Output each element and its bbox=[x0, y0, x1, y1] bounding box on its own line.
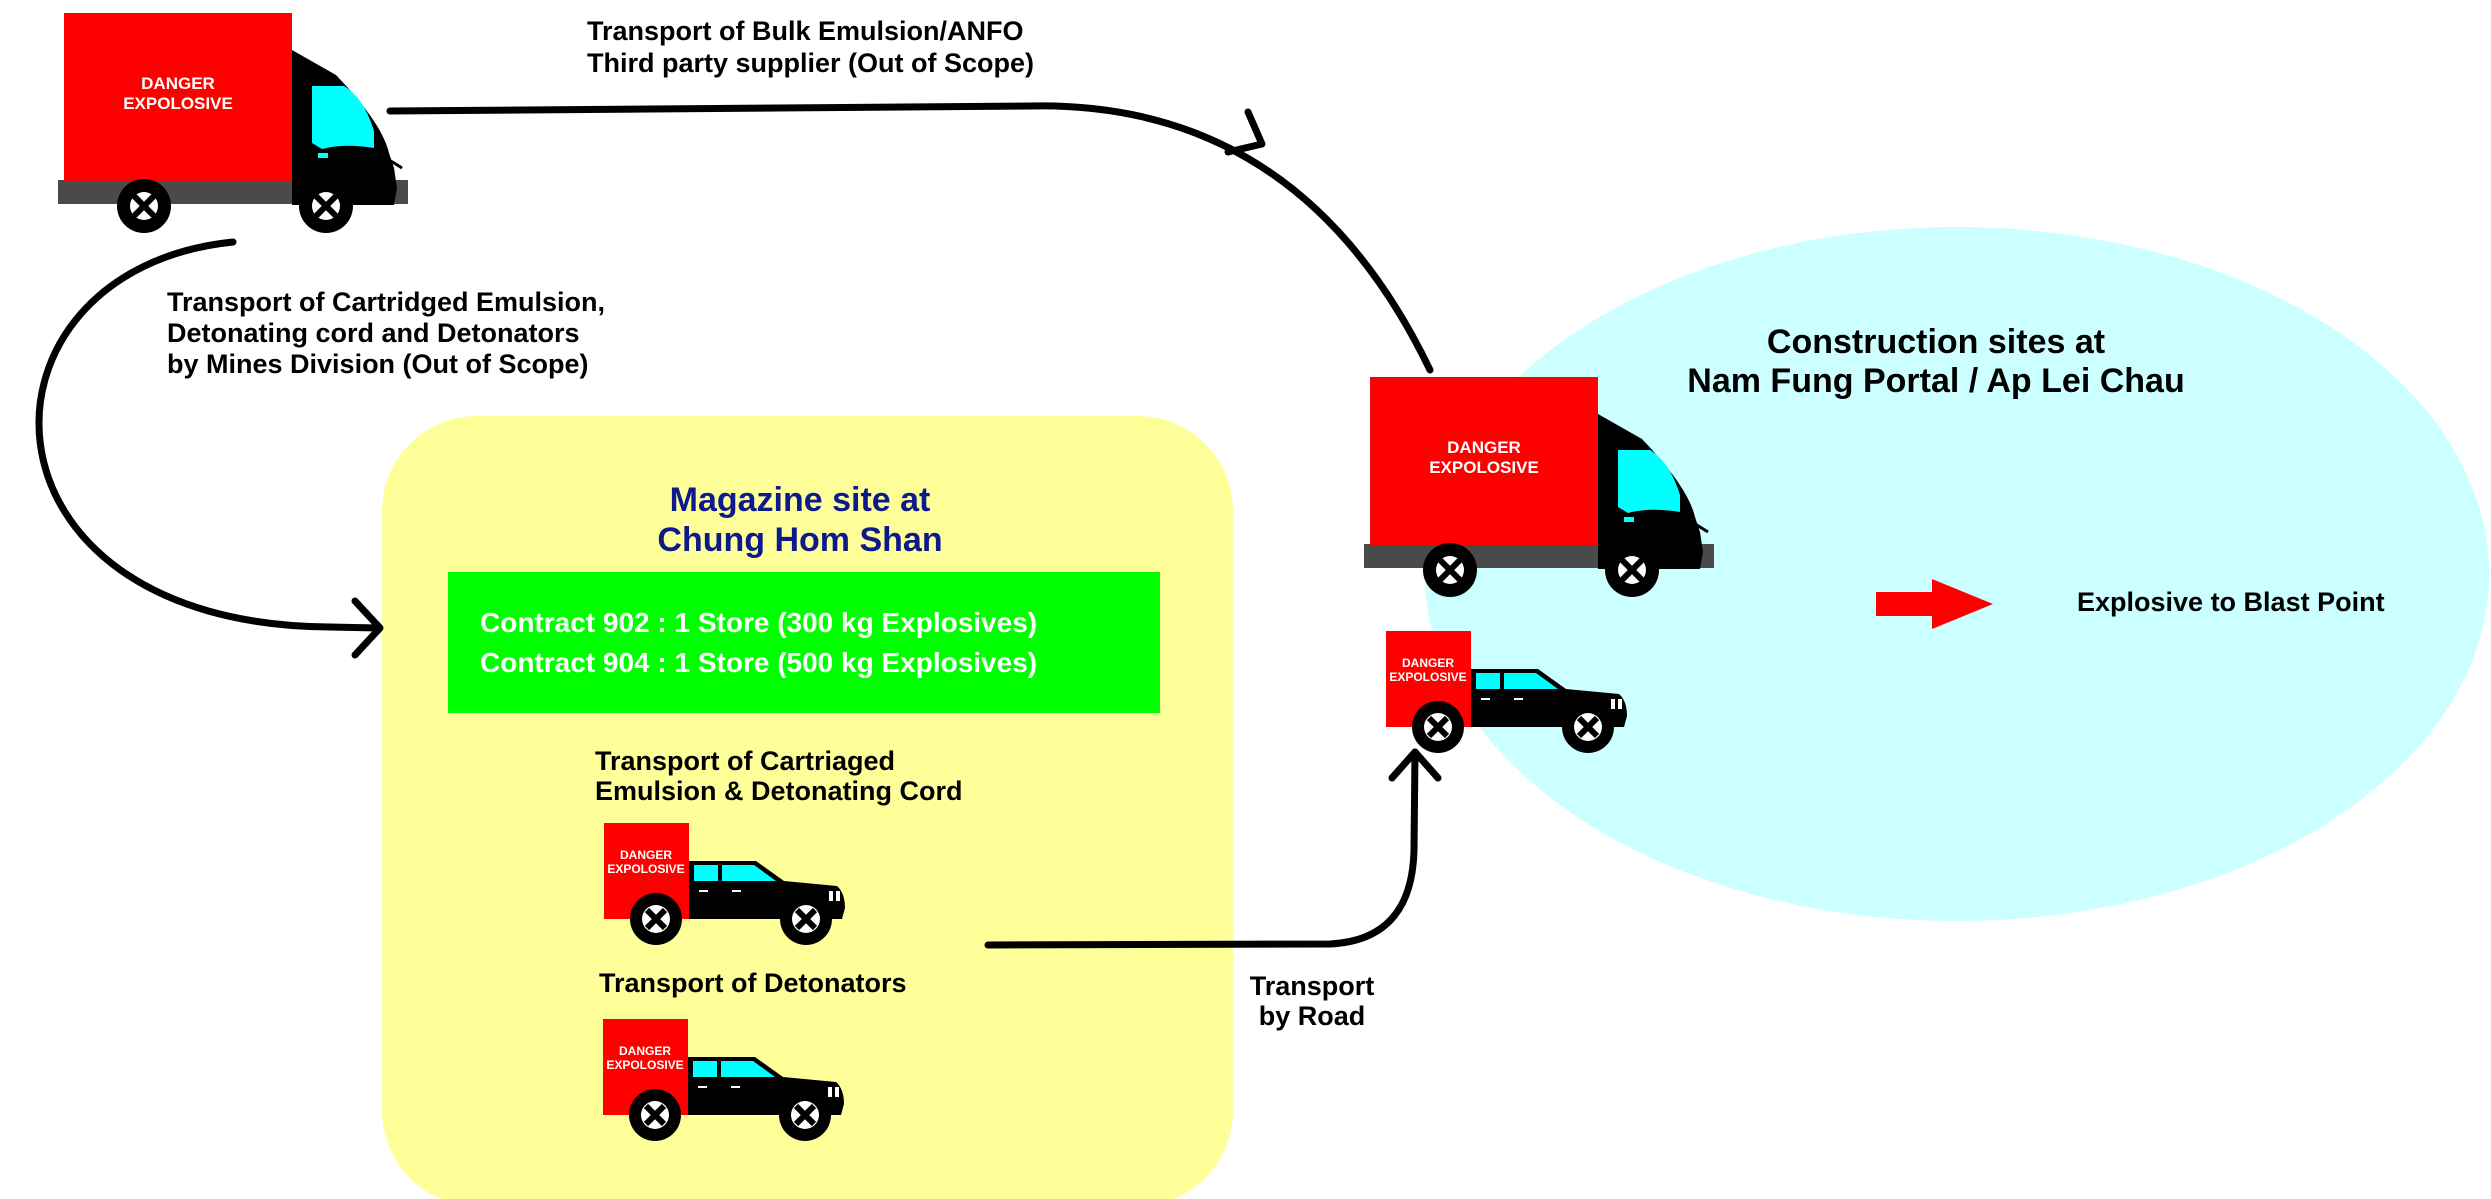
cartridged-transport-label-line3: by Mines Division (Out of Scope) bbox=[167, 349, 589, 379]
construction-title-line2: Nam Fung Portal / Ap Lei Chau bbox=[1687, 362, 2184, 400]
road-transport-arrowhead bbox=[1388, 748, 1442, 782]
construction-site-area bbox=[1425, 227, 2489, 921]
danger-sign-line1: DANGER bbox=[620, 848, 672, 862]
contract-box bbox=[448, 572, 1160, 713]
cartridged-transport-arrow bbox=[35, 238, 382, 632]
detonator-pickup-truck: DANGER EXPOLOSIVE bbox=[603, 1019, 844, 1141]
magazine-title-line1: Magazine site at bbox=[670, 481, 931, 519]
cartridged-transport-label-line1: Transport of Cartridged Emulsion, bbox=[167, 287, 605, 317]
danger-sign-line1: DANGER bbox=[619, 1044, 671, 1058]
cartridged-transport-arrowhead bbox=[351, 597, 384, 659]
danger-sign-line2: EXPOLOSIVE bbox=[1389, 670, 1466, 684]
danger-sign-line1: DANGER bbox=[1402, 656, 1454, 670]
site-pickup-truck: DANGER EXPOLOSIVE bbox=[1386, 631, 1627, 753]
road-transport-label-line1: Transport bbox=[1250, 971, 1375, 1001]
cartridge-transport-label-line2: Emulsion & Detonating Cord bbox=[595, 776, 963, 806]
construction-title-line1: Construction sites at bbox=[1767, 323, 2105, 361]
danger-sign-line1: DANGER bbox=[141, 74, 215, 93]
magazine-title-line2: Chung Hom Shan bbox=[657, 521, 942, 559]
detonator-transport-label: Transport of Detonators bbox=[599, 968, 907, 998]
danger-sign-line1: DANGER bbox=[1447, 438, 1521, 457]
cartridge-pickup-truck: DANGER EXPOLOSIVE bbox=[604, 823, 845, 945]
bulk-transport-arrowhead bbox=[1224, 108, 1266, 156]
bulk-transport-label-line1: Transport of Bulk Emulsion/ANFO bbox=[587, 16, 1024, 46]
bulk-transport-label-line2: Third party supplier (Out of Scope) bbox=[587, 48, 1034, 78]
blast-point-arrow bbox=[1876, 579, 1993, 629]
danger-sign-line2: EXPOLOSIVE bbox=[607, 862, 684, 876]
danger-sign-line2: EXPOLOSIVE bbox=[1429, 458, 1539, 477]
bulk-supply-truck: DANGER EXPOLOSIVE bbox=[58, 13, 408, 233]
road-transport-label-line2: by Road bbox=[1259, 1001, 1366, 1031]
blast-point-label: Explosive to Blast Point bbox=[2077, 587, 2385, 617]
site-delivery-truck: DANGER EXPOLOSIVE bbox=[1364, 377, 1714, 597]
contract-902-line: Contract 902 : 1 Store (300 kg Explosive… bbox=[480, 607, 1037, 638]
danger-sign-line2: EXPOLOSIVE bbox=[123, 94, 233, 113]
road-transport-arrow bbox=[984, 748, 1419, 949]
bulk-transport-arrow bbox=[386, 102, 1434, 374]
danger-sign-line2: EXPOLOSIVE bbox=[606, 1058, 683, 1072]
cartridged-transport-label-line2: Detonating cord and Detonators bbox=[167, 318, 580, 348]
contract-904-line: Contract 904 : 1 Store (500 kg Explosive… bbox=[480, 647, 1037, 678]
cartridge-transport-label-line1: Transport of Cartriaged bbox=[595, 746, 895, 776]
